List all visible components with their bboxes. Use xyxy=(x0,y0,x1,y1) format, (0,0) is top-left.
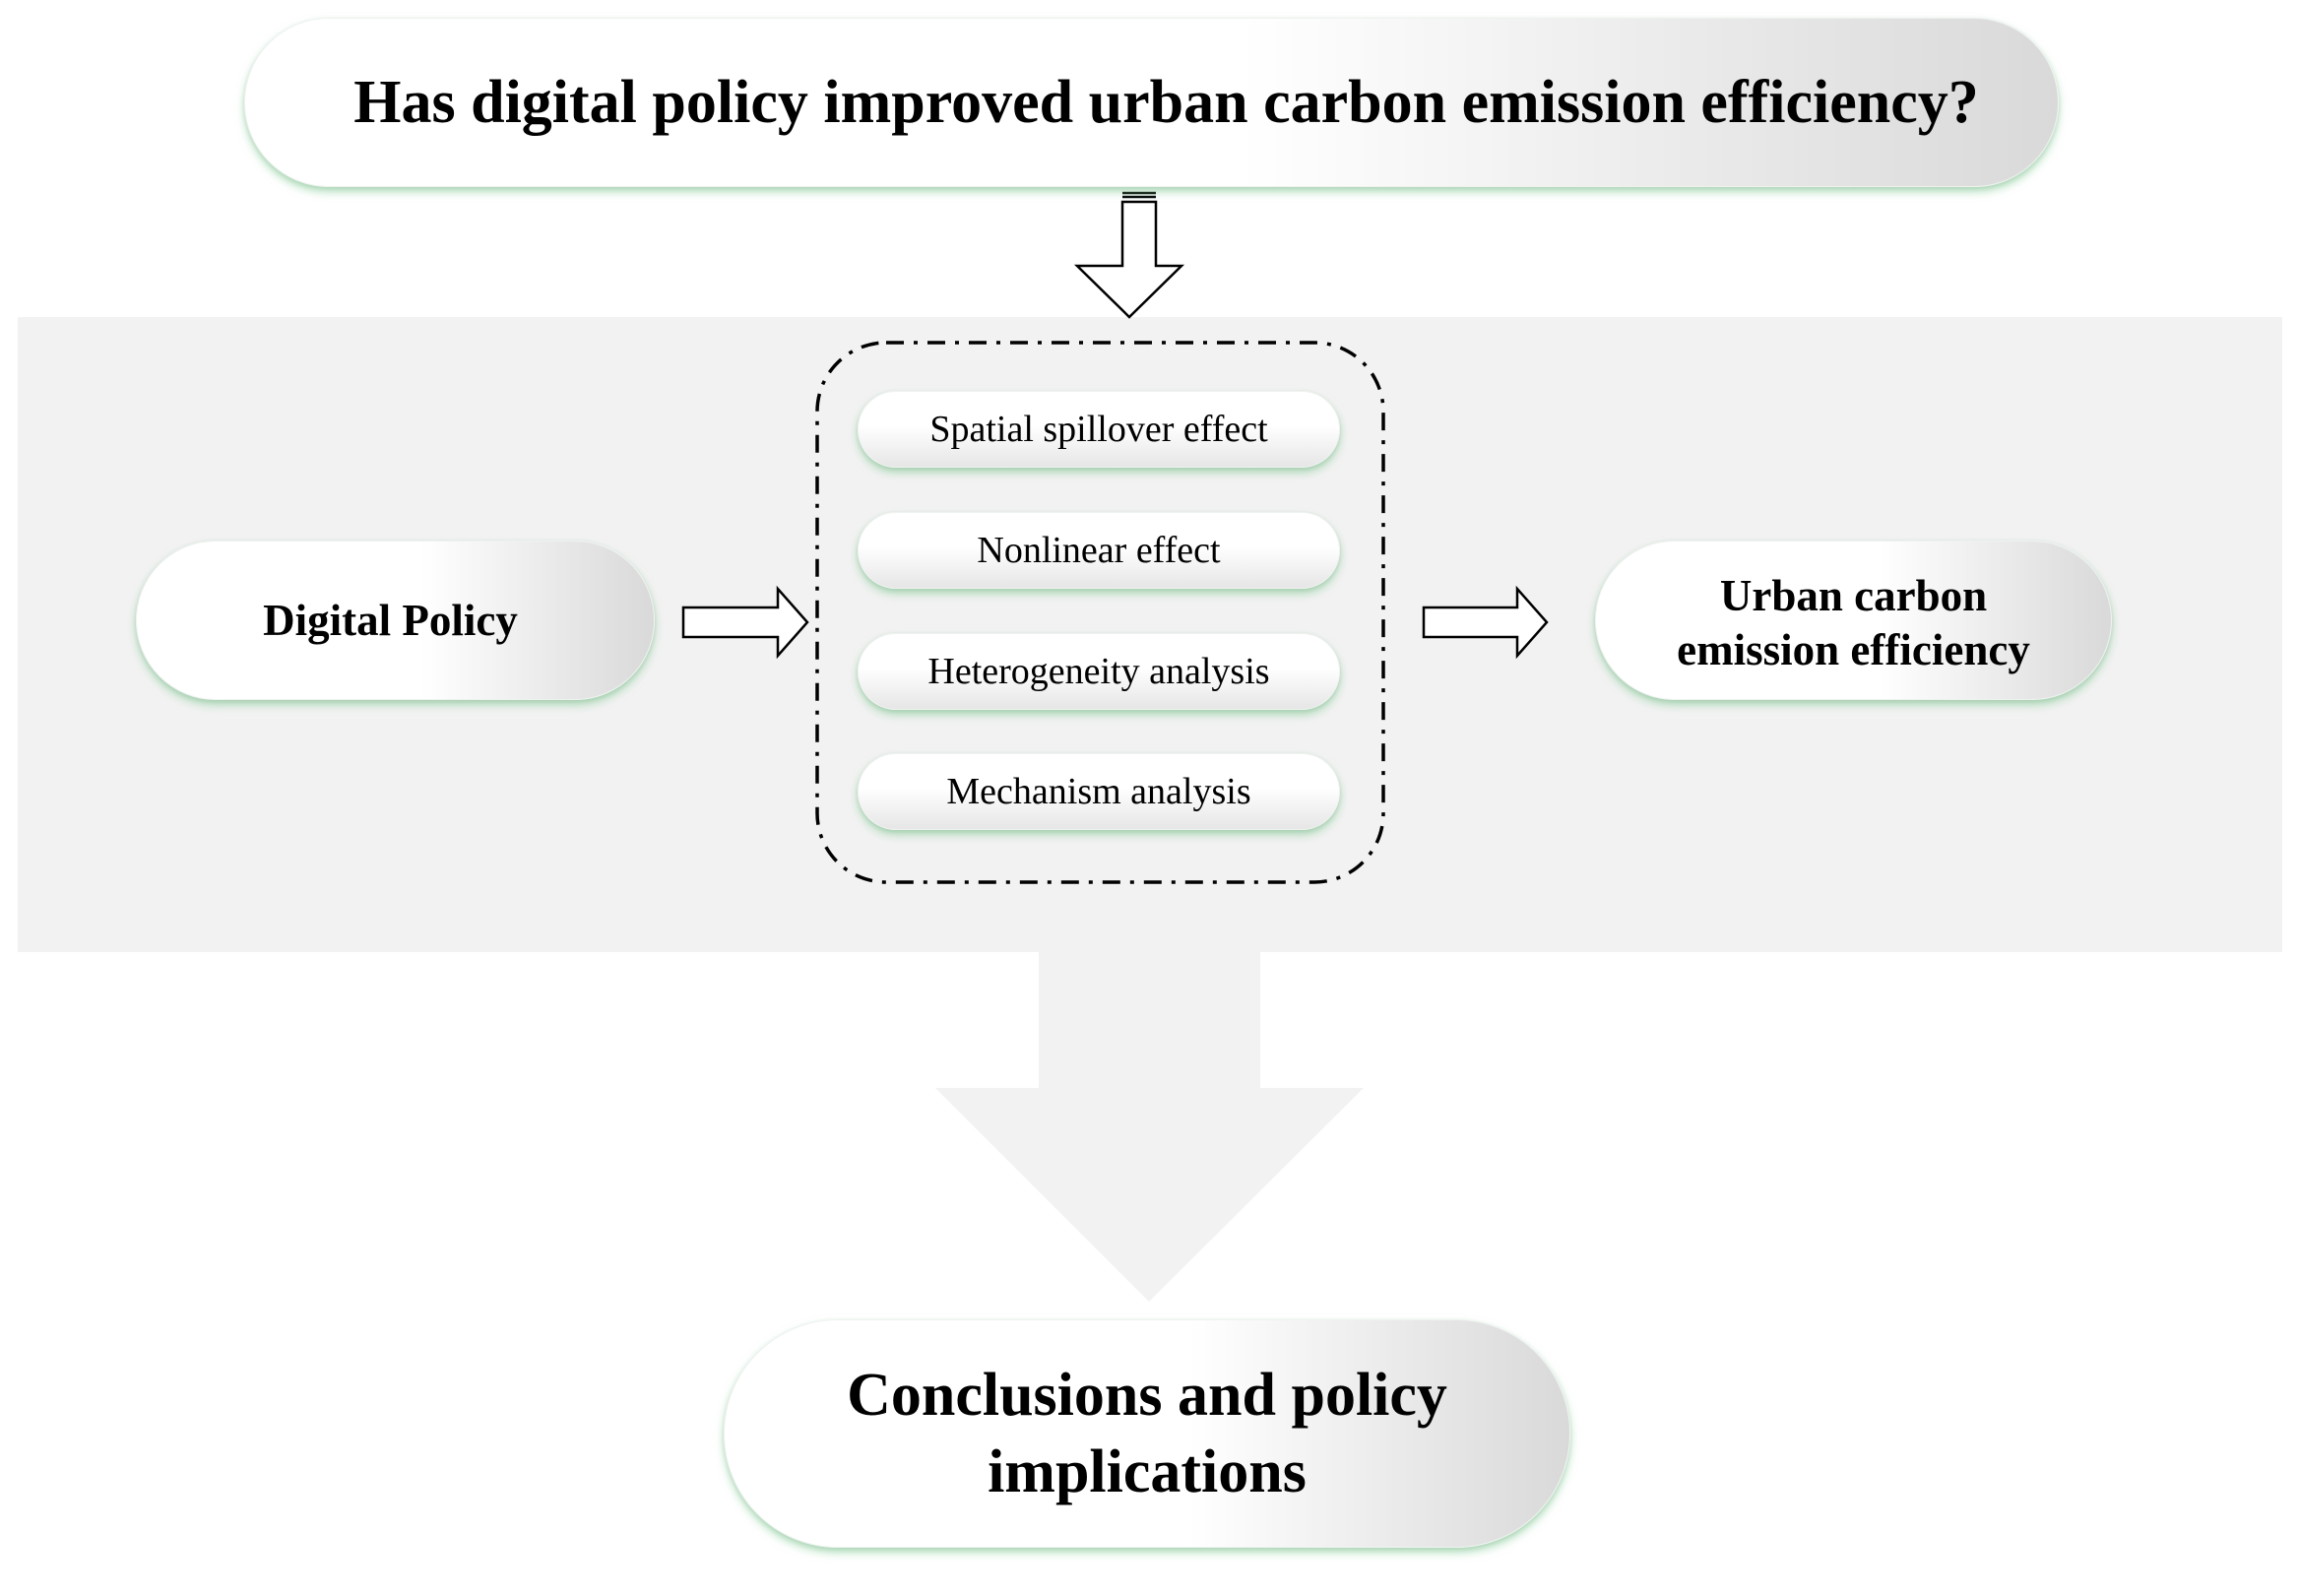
digital-policy-node: Digital Policy xyxy=(136,541,655,700)
digital-policy-label: Digital Policy xyxy=(263,595,518,645)
analysis-item-label: Spatial spillover effect xyxy=(929,409,1268,450)
conclusions-label-line1: Conclusions and policy xyxy=(847,1362,1447,1429)
conclusions-node: Conclusions and policy implications xyxy=(724,1319,1570,1548)
analysis-item-nonlinear: Nonlinear effect xyxy=(858,512,1340,589)
conclusions-label-line2: implications xyxy=(988,1438,1307,1505)
urban-carbon-efficiency-node: Urban carbon emission efficiency xyxy=(1595,541,2112,700)
research-question: Has digital policy improved urban carbon… xyxy=(244,18,2059,187)
urban-carbon-label-line1: Urban carbon xyxy=(1719,571,1988,620)
right-arrow-icon-right xyxy=(1422,585,1549,660)
down-arrow-icon xyxy=(1073,191,1185,319)
analysis-item-label: Heterogeneity analysis xyxy=(927,651,1270,692)
right-arrow-icon-left xyxy=(681,585,809,660)
analysis-item-label: Nonlinear effect xyxy=(977,530,1221,571)
analysis-item-heterogeneity: Heterogeneity analysis xyxy=(858,633,1340,710)
analysis-item-label: Mechanism analysis xyxy=(946,771,1251,812)
urban-carbon-label-line2: emission efficiency xyxy=(1677,625,2030,674)
research-question-text: Has digital policy improved urban carbon… xyxy=(353,68,1979,136)
analysis-item-spatial-spillover: Spatial spillover effect xyxy=(858,391,1340,468)
analysis-item-mechanism: Mechanism analysis xyxy=(858,753,1340,830)
